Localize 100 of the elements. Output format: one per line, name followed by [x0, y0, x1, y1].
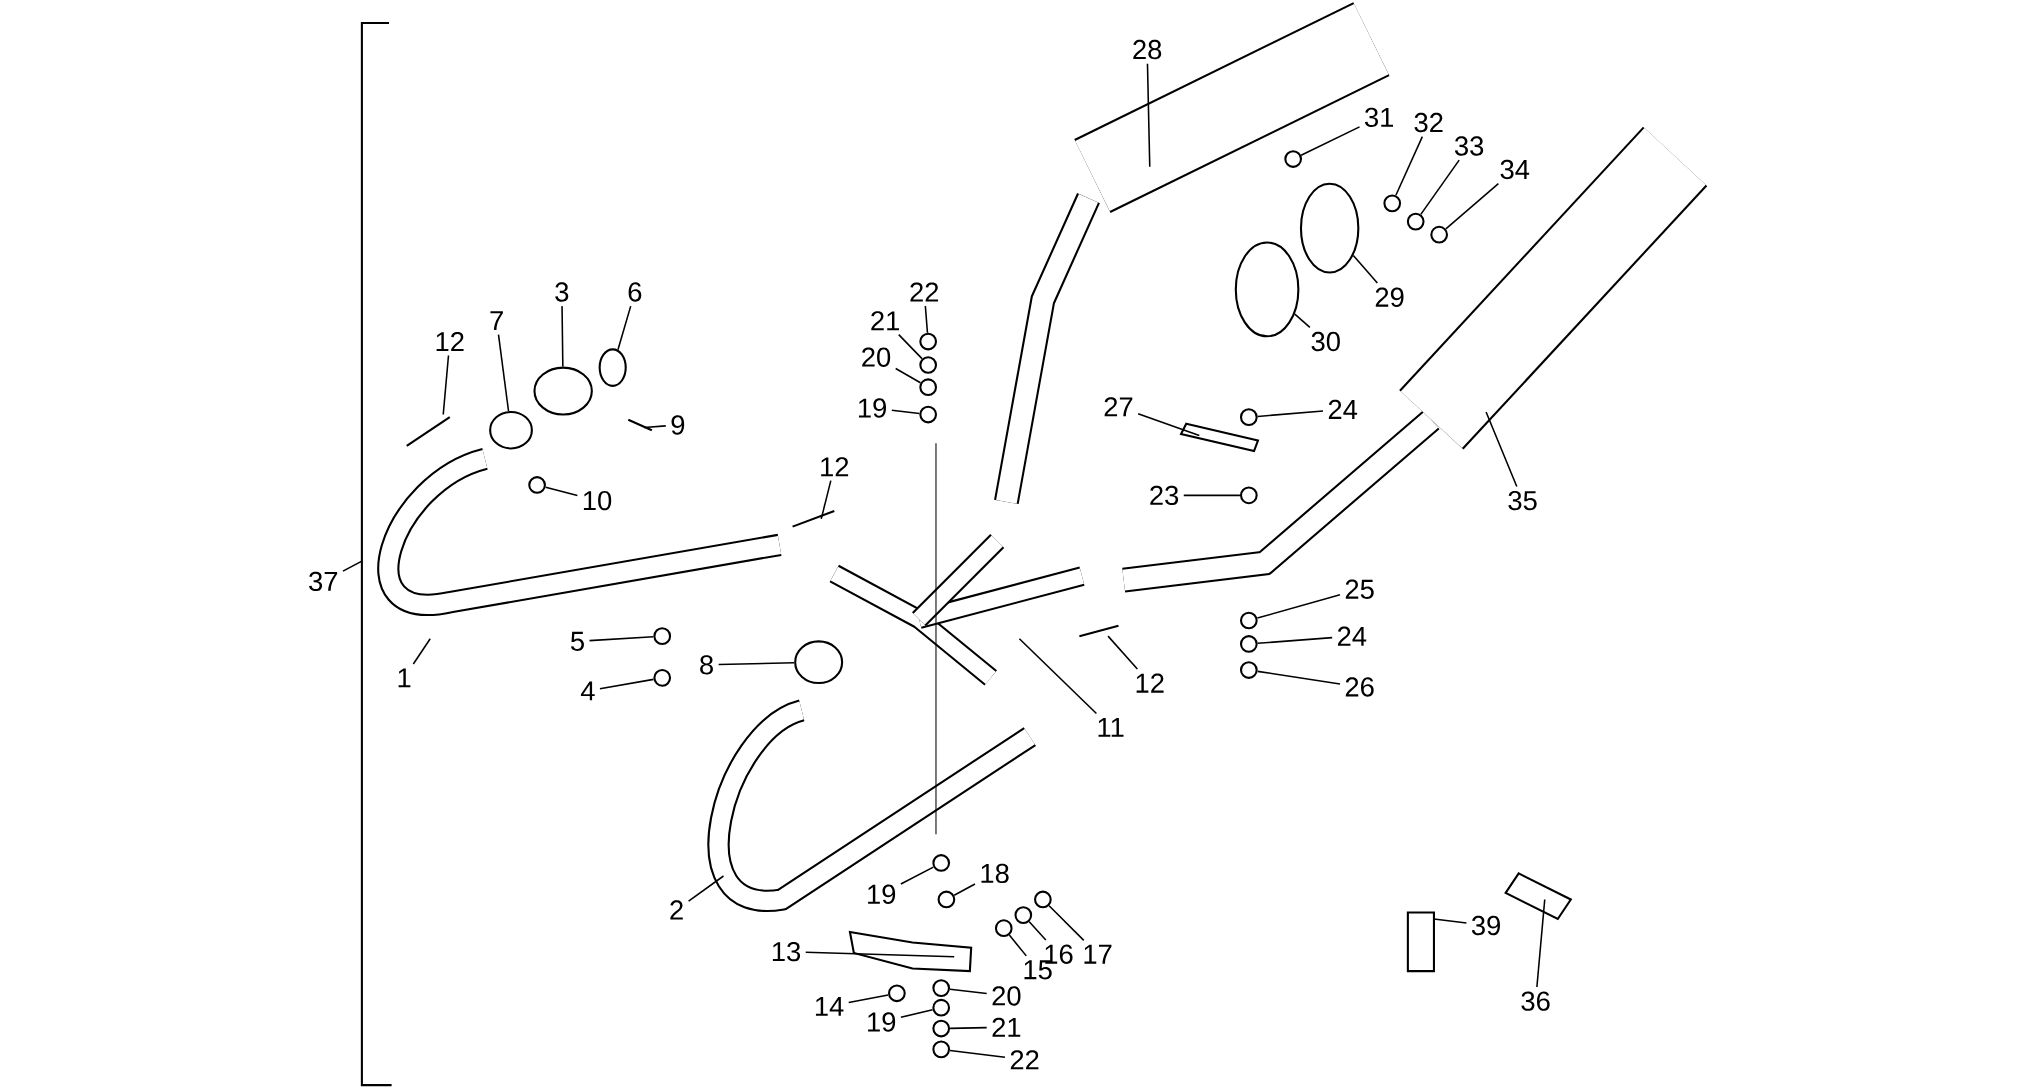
callout-number: 19 [858, 398, 886, 418]
callout-number: 39 [1471, 915, 1500, 935]
callout-number: 23 [1150, 485, 1179, 505]
washer [919, 378, 938, 396]
washer [888, 984, 906, 1002]
leader-line [924, 305, 929, 334]
washer [994, 919, 1013, 937]
leader-line [588, 635, 655, 642]
leader-line [1008, 934, 1028, 957]
leader-line [1352, 254, 1379, 284]
washer [1239, 660, 1258, 679]
callout-number: 33 [1454, 136, 1484, 156]
washer [1014, 906, 1033, 924]
leader-line [891, 409, 921, 415]
washer [932, 853, 951, 872]
leader-line [949, 1049, 1006, 1058]
callout-number: 1 [398, 668, 411, 688]
leader-line [1137, 412, 1201, 436]
leader-line [1300, 125, 1361, 156]
callout-number: 30 [1311, 331, 1340, 351]
leader-line [412, 637, 431, 665]
leader-line [1256, 636, 1333, 644]
callout-number: 19 [868, 884, 896, 904]
callout-number: 31 [1365, 107, 1394, 127]
callout-number: 18 [981, 863, 1009, 883]
callout-number: 26 [1345, 677, 1374, 697]
leader-line [544, 486, 579, 496]
leader-line [1018, 637, 1098, 715]
ring [598, 348, 627, 387]
washer [1284, 149, 1303, 168]
leader-line [617, 305, 632, 351]
washer [653, 627, 672, 645]
washer [1430, 225, 1449, 244]
leader-line [342, 560, 363, 572]
leader-line [1433, 918, 1468, 924]
callout-number: 10 [583, 490, 612, 511]
leader-line [900, 1008, 934, 1018]
leader-line [949, 1026, 988, 1029]
callout-number: 32 [1414, 112, 1443, 132]
leader-line [1048, 904, 1085, 941]
leader-line [687, 875, 725, 902]
washer [919, 332, 938, 351]
washer [932, 998, 951, 1017]
callout-number: 24 [1338, 626, 1367, 646]
leader-line [1485, 410, 1518, 487]
washer [1239, 408, 1258, 426]
callout-number: 27 [1104, 396, 1133, 417]
callout-number: 8 [700, 654, 713, 675]
washer [1239, 611, 1258, 630]
washer [937, 890, 956, 909]
ring [794, 640, 844, 684]
washer [932, 979, 951, 997]
washer [932, 1040, 951, 1058]
callout-number: 3 [555, 282, 569, 302]
washer [1239, 486, 1258, 504]
callout-number: 7 [490, 311, 503, 330]
callout-number: 36 [1521, 991, 1550, 1011]
callout-number: 6 [628, 282, 642, 302]
leader-line [497, 333, 510, 412]
callout-number: 13 [772, 941, 801, 962]
callout-number: 14 [815, 996, 844, 1016]
leader-line [900, 866, 935, 885]
washer [919, 355, 938, 374]
leader-line [894, 367, 922, 384]
callout-number: 29 [1375, 287, 1404, 307]
washer [653, 668, 672, 687]
leader-line [1256, 409, 1324, 417]
leader-line [1256, 670, 1341, 685]
leader-line [1146, 62, 1151, 168]
callout-number: 21 [992, 1017, 1021, 1037]
callout-number: 5 [571, 631, 584, 651]
leader-line [561, 305, 564, 368]
callout-number: 2 [670, 900, 683, 920]
callout-number: 25 [1345, 579, 1374, 599]
leader-line [804, 951, 955, 958]
callout-number: 20 [992, 986, 1021, 1006]
callout-number: 11 [1098, 717, 1124, 737]
washer [1239, 634, 1258, 653]
callout-number: 17 [1084, 944, 1112, 964]
callout-number: 24 [1328, 399, 1358, 419]
callout-number: 22 [910, 282, 939, 302]
callout-number: 34 [1500, 159, 1530, 179]
callout-number: 37 [309, 571, 338, 591]
callout-number: 20 [862, 347, 891, 367]
leader-line [1420, 159, 1460, 215]
callout-number: 12 [1136, 673, 1164, 693]
ring [533, 366, 593, 416]
ring [489, 410, 533, 450]
callout-number: 19 [868, 1012, 896, 1032]
callout-number: 4 [580, 681, 595, 701]
washer [1406, 212, 1425, 231]
washer [1034, 890, 1052, 909]
leader-line [599, 678, 655, 690]
washer [932, 1019, 951, 1038]
leader-line [847, 994, 889, 1004]
leader-line [1536, 898, 1546, 988]
bracket [360, 21, 392, 1086]
ring [1299, 182, 1360, 274]
leader-line [1183, 494, 1241, 496]
leader-line [1256, 593, 1341, 619]
